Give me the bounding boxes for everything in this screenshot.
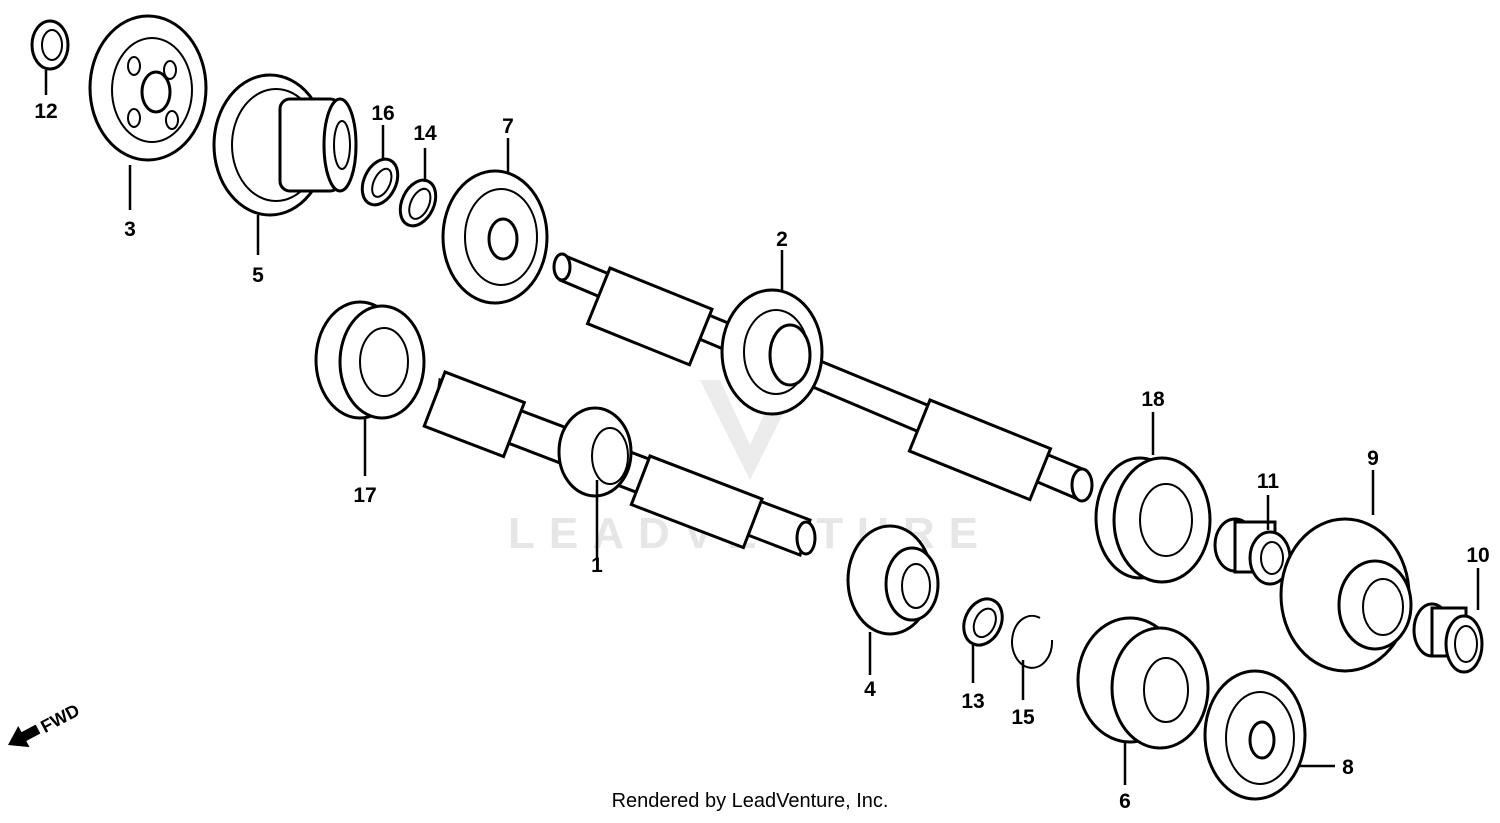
callout-16: 16 (371, 102, 394, 125)
fwd-direction-marker: FWD (8, 700, 83, 748)
part-11-collar[interactable] (1213, 517, 1292, 586)
part-16-ring[interactable] (355, 153, 404, 210)
part-15-circlip[interactable] (1011, 614, 1054, 669)
callout-7: 7 (502, 115, 514, 138)
callouts: 12 3 5 16 14 7 2 17 1 18 11 9 10 4 13 15… (34, 100, 1489, 813)
fwd-arrow-icon (8, 724, 41, 748)
part-6-gear[interactable] (1076, 616, 1210, 750)
callout-4: 4 (864, 678, 876, 701)
callout-3: 3 (124, 218, 136, 241)
part-10-collar[interactable] (1412, 602, 1484, 674)
part-4-gear[interactable] (846, 524, 940, 636)
part-13-washer[interactable] (957, 593, 1010, 652)
part-2-countershaft[interactable] (552, 252, 1094, 503)
callout-6: 6 (1119, 790, 1131, 813)
callout-9: 9 (1367, 447, 1379, 470)
callout-2: 2 (776, 228, 788, 251)
footer-credit: Rendered by LeadVenture, Inc. (611, 790, 889, 812)
part-14-washer[interactable] (393, 174, 442, 231)
callout-13: 13 (961, 690, 984, 713)
part-9-sprocket[interactable] (1279, 517, 1413, 673)
part-18-bearing[interactable] (1094, 456, 1212, 584)
part-17-bearing[interactable] (314, 300, 426, 420)
callout-18: 18 (1141, 388, 1165, 411)
part-12-washer[interactable] (30, 19, 70, 71)
part-1-mainshaft[interactable] (422, 370, 817, 557)
callout-12: 12 (34, 100, 57, 123)
part-7-gear[interactable] (441, 169, 549, 305)
fwd-label: FWD (37, 700, 83, 737)
callout-5: 5 (252, 264, 264, 287)
leader-lines (44, 70, 1480, 785)
callout-1: 1 (591, 554, 603, 577)
callout-8: 8 (1342, 756, 1354, 779)
part-5-gear[interactable] (212, 73, 358, 217)
callout-17: 17 (353, 484, 376, 507)
callout-15: 15 (1011, 706, 1035, 729)
callout-14: 14 (413, 122, 437, 145)
part-3-gear[interactable] (88, 14, 208, 162)
callout-10: 10 (1466, 544, 1489, 567)
part-8-gear[interactable] (1203, 669, 1307, 801)
callout-11: 11 (1257, 470, 1280, 493)
